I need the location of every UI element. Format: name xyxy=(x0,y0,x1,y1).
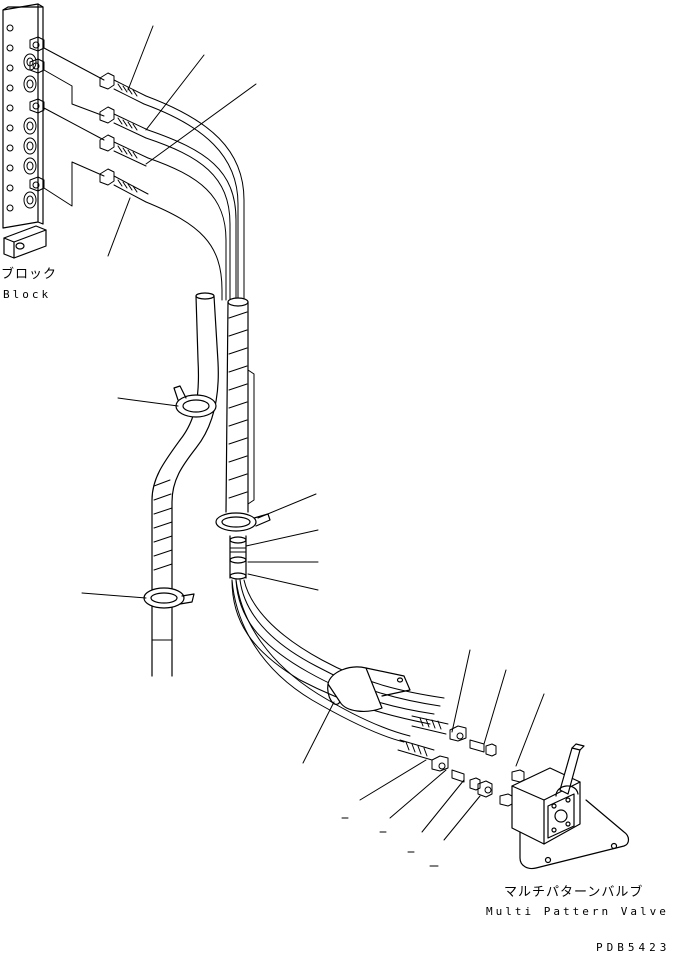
lower-hose-fittings xyxy=(397,715,525,807)
bundle-coupling xyxy=(229,535,247,580)
lower-hoses xyxy=(231,579,445,743)
block-manifold xyxy=(2,3,47,259)
hose-protector-bracket xyxy=(327,666,411,712)
drawing-reference-number: PDB5423 xyxy=(596,941,671,954)
block-label-jp: ブロック xyxy=(1,267,58,282)
spiral-wrapped-bundle xyxy=(225,297,255,513)
bundle-clamp xyxy=(215,512,271,532)
return-pipe xyxy=(143,292,219,677)
valve-label-jp: マルチパターンバルブ xyxy=(504,885,644,900)
upper-hoses xyxy=(143,95,245,301)
upper-hose-fittings xyxy=(99,72,149,203)
leader-lines xyxy=(81,25,545,867)
block-label-en: Block xyxy=(3,288,52,301)
block-tie-lines xyxy=(43,47,105,207)
multi-pattern-valve xyxy=(511,743,630,870)
valve-label-en: Multi Pattern Valve xyxy=(486,905,669,918)
